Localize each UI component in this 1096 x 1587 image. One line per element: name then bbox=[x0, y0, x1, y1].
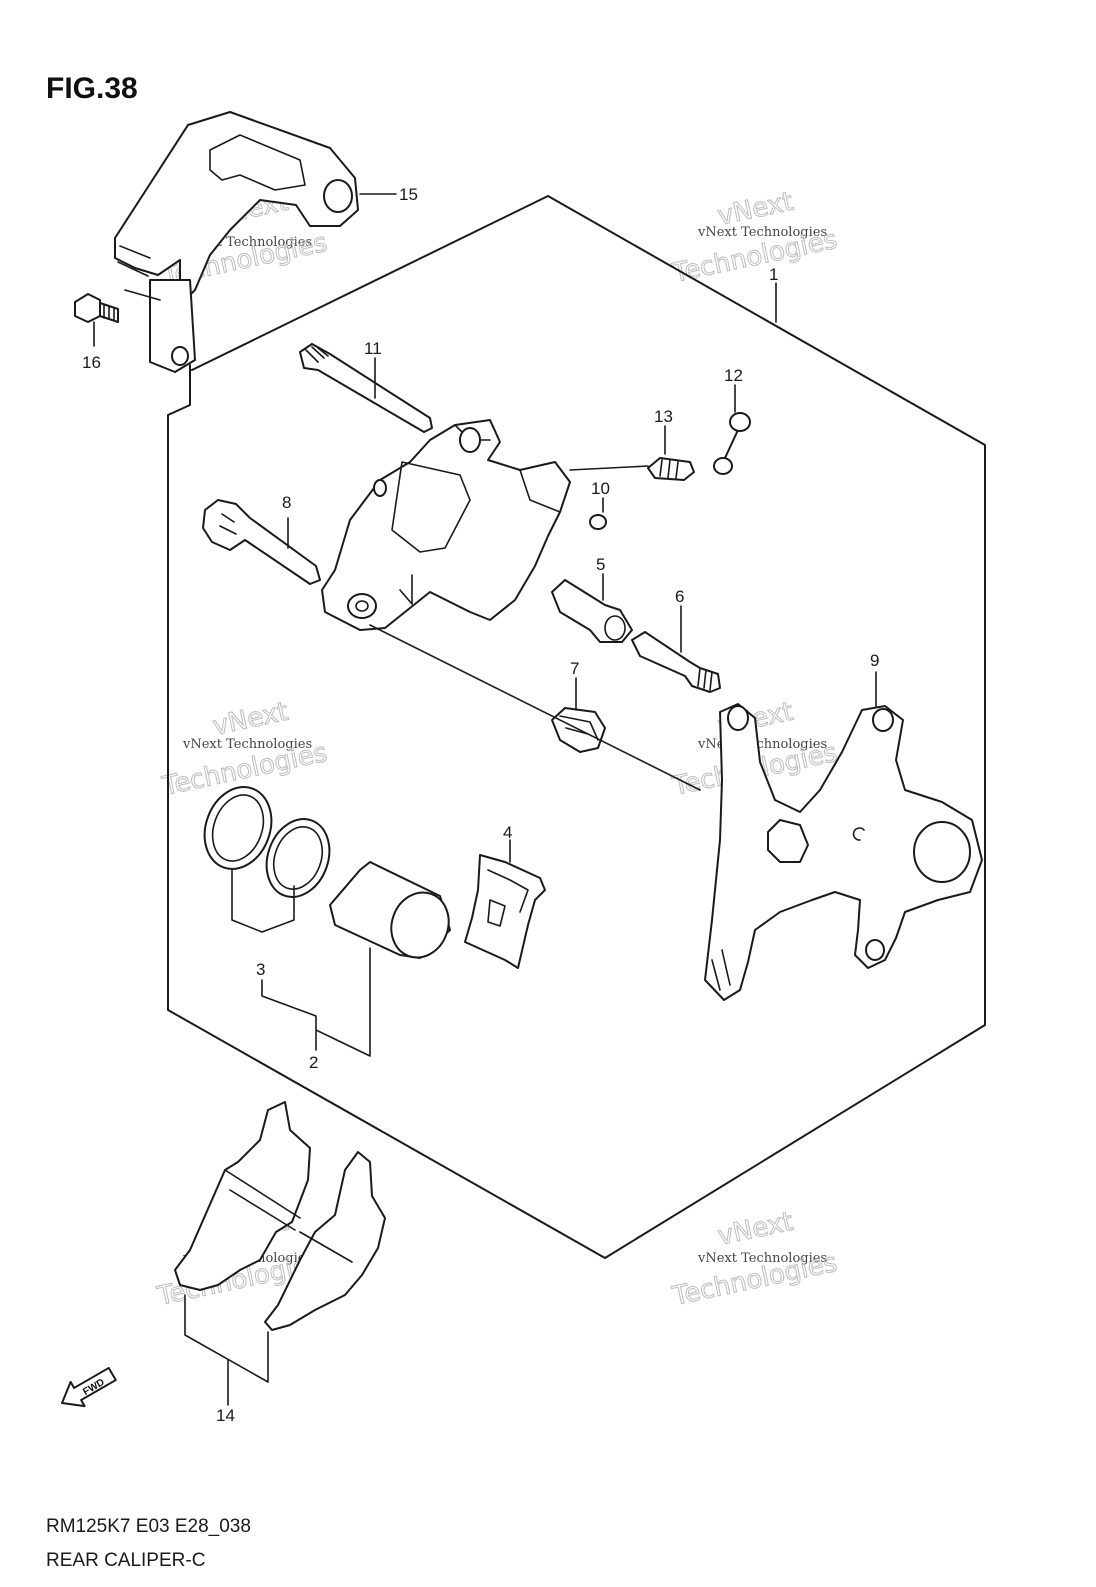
fwd-label: FWD bbox=[81, 1377, 106, 1398]
part-5-sleeve bbox=[551, 579, 633, 643]
part-11-pin bbox=[299, 343, 433, 433]
callout-labels: 1 2 3 4 5 6 7 8 9 10 11 12 13 14 15 16 bbox=[82, 185, 879, 1425]
callout-11: 11 bbox=[364, 339, 382, 358]
part-2-piston bbox=[329, 861, 451, 959]
part-8-pin bbox=[202, 499, 321, 585]
callout-13: 13 bbox=[654, 407, 673, 426]
svg-text:vNext: vNext bbox=[715, 1207, 796, 1252]
caliper-body bbox=[321, 419, 571, 631]
callout-2: 2 bbox=[309, 1053, 318, 1072]
callout-7: 7 bbox=[570, 659, 579, 678]
callout-5: 5 bbox=[596, 555, 605, 574]
callout-10: 10 bbox=[591, 479, 610, 498]
part-14-pads bbox=[174, 1101, 386, 1331]
callout-9: 9 bbox=[870, 651, 879, 670]
callout-8: 8 bbox=[282, 493, 291, 512]
svg-text:vNext: vNext bbox=[210, 697, 291, 742]
svg-text:vNext Technologies: vNext Technologies bbox=[697, 225, 827, 240]
callout-15: 15 bbox=[399, 185, 418, 204]
part-9-bracket bbox=[704, 703, 983, 1001]
figure-caption: REAR CALIPER-C bbox=[46, 1550, 205, 1571]
callout-3: 3 bbox=[256, 960, 265, 979]
part-13-bleeder bbox=[647, 457, 695, 481]
callout-1: 1 bbox=[769, 265, 778, 284]
model-code: RM125K7 E03 E28_038 bbox=[46, 1516, 251, 1537]
part-10-ring bbox=[589, 514, 607, 530]
fwd-arrow-icon: FWD bbox=[61, 1366, 117, 1408]
part-4-spring bbox=[464, 854, 546, 969]
callout-6: 6 bbox=[675, 587, 684, 606]
callout-16: 16 bbox=[82, 353, 101, 372]
callout-4: 4 bbox=[503, 823, 512, 842]
assembly-outline bbox=[167, 195, 986, 1259]
leader-lines bbox=[93, 193, 877, 1406]
svg-text:vNext Technologies: vNext Technologies bbox=[697, 1251, 827, 1266]
callout-12: 12 bbox=[724, 366, 743, 385]
part-16-bolt bbox=[74, 293, 119, 323]
figure-title: FIG.38 bbox=[46, 72, 138, 105]
part-3-seals bbox=[203, 786, 331, 898]
part-12-cap bbox=[713, 412, 751, 475]
part-6-pin bbox=[631, 631, 721, 693]
callout-14: 14 bbox=[216, 1406, 235, 1425]
svg-text:vNext Technologies: vNext Technologies bbox=[182, 737, 312, 752]
part-15-bracket bbox=[114, 111, 359, 373]
